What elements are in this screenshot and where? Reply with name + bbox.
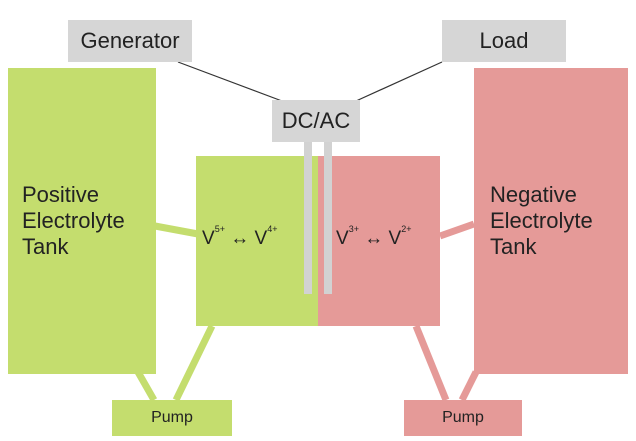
negative-electrolyte-tank: Negative Electrolyte Tank [474,68,628,374]
pipe-left-tank-to-pump [134,370,158,402]
load-label: Load [479,28,529,53]
positive-tank-label: Positive Electrolyte Tank [22,182,125,259]
pump-right: Pump [404,400,522,436]
pump-left-label: Pump [151,409,193,426]
pipe-right-tank-to-pump [458,370,480,402]
negative-reaction: V3+ ↔ V2+ [336,224,412,249]
pipe-right-cell-to-pump [412,324,450,402]
positive-electrode [304,142,312,294]
generator-wire [177,61,283,102]
load-box: Load [442,20,566,62]
negative-tank-label: Negative Electrolyte Tank [490,182,593,259]
dcac-box: DC/AC [272,100,360,142]
pipe-positive-tank-to-cell [154,222,199,238]
negative-electrode [324,142,332,294]
positive-reaction: V5+ ↔ V4+ [202,224,278,249]
pipe-left-cell-to-pump [172,324,216,402]
pipe-negative-cell-to-tank [438,220,476,240]
pump-right-label: Pump [442,409,484,426]
generator-box: Generator [68,20,192,62]
dcac-label: DC/AC [281,108,351,133]
positive-half-cell: V5+ ↔ V4+ [196,156,318,326]
load-wire [355,61,443,102]
negative-half-cell: V3+ ↔ V2+ [318,156,440,326]
generator-label: Generator [80,28,180,53]
positive-electrolyte-tank: Positive Electrolyte Tank [8,68,156,374]
pump-left: Pump [112,400,232,436]
